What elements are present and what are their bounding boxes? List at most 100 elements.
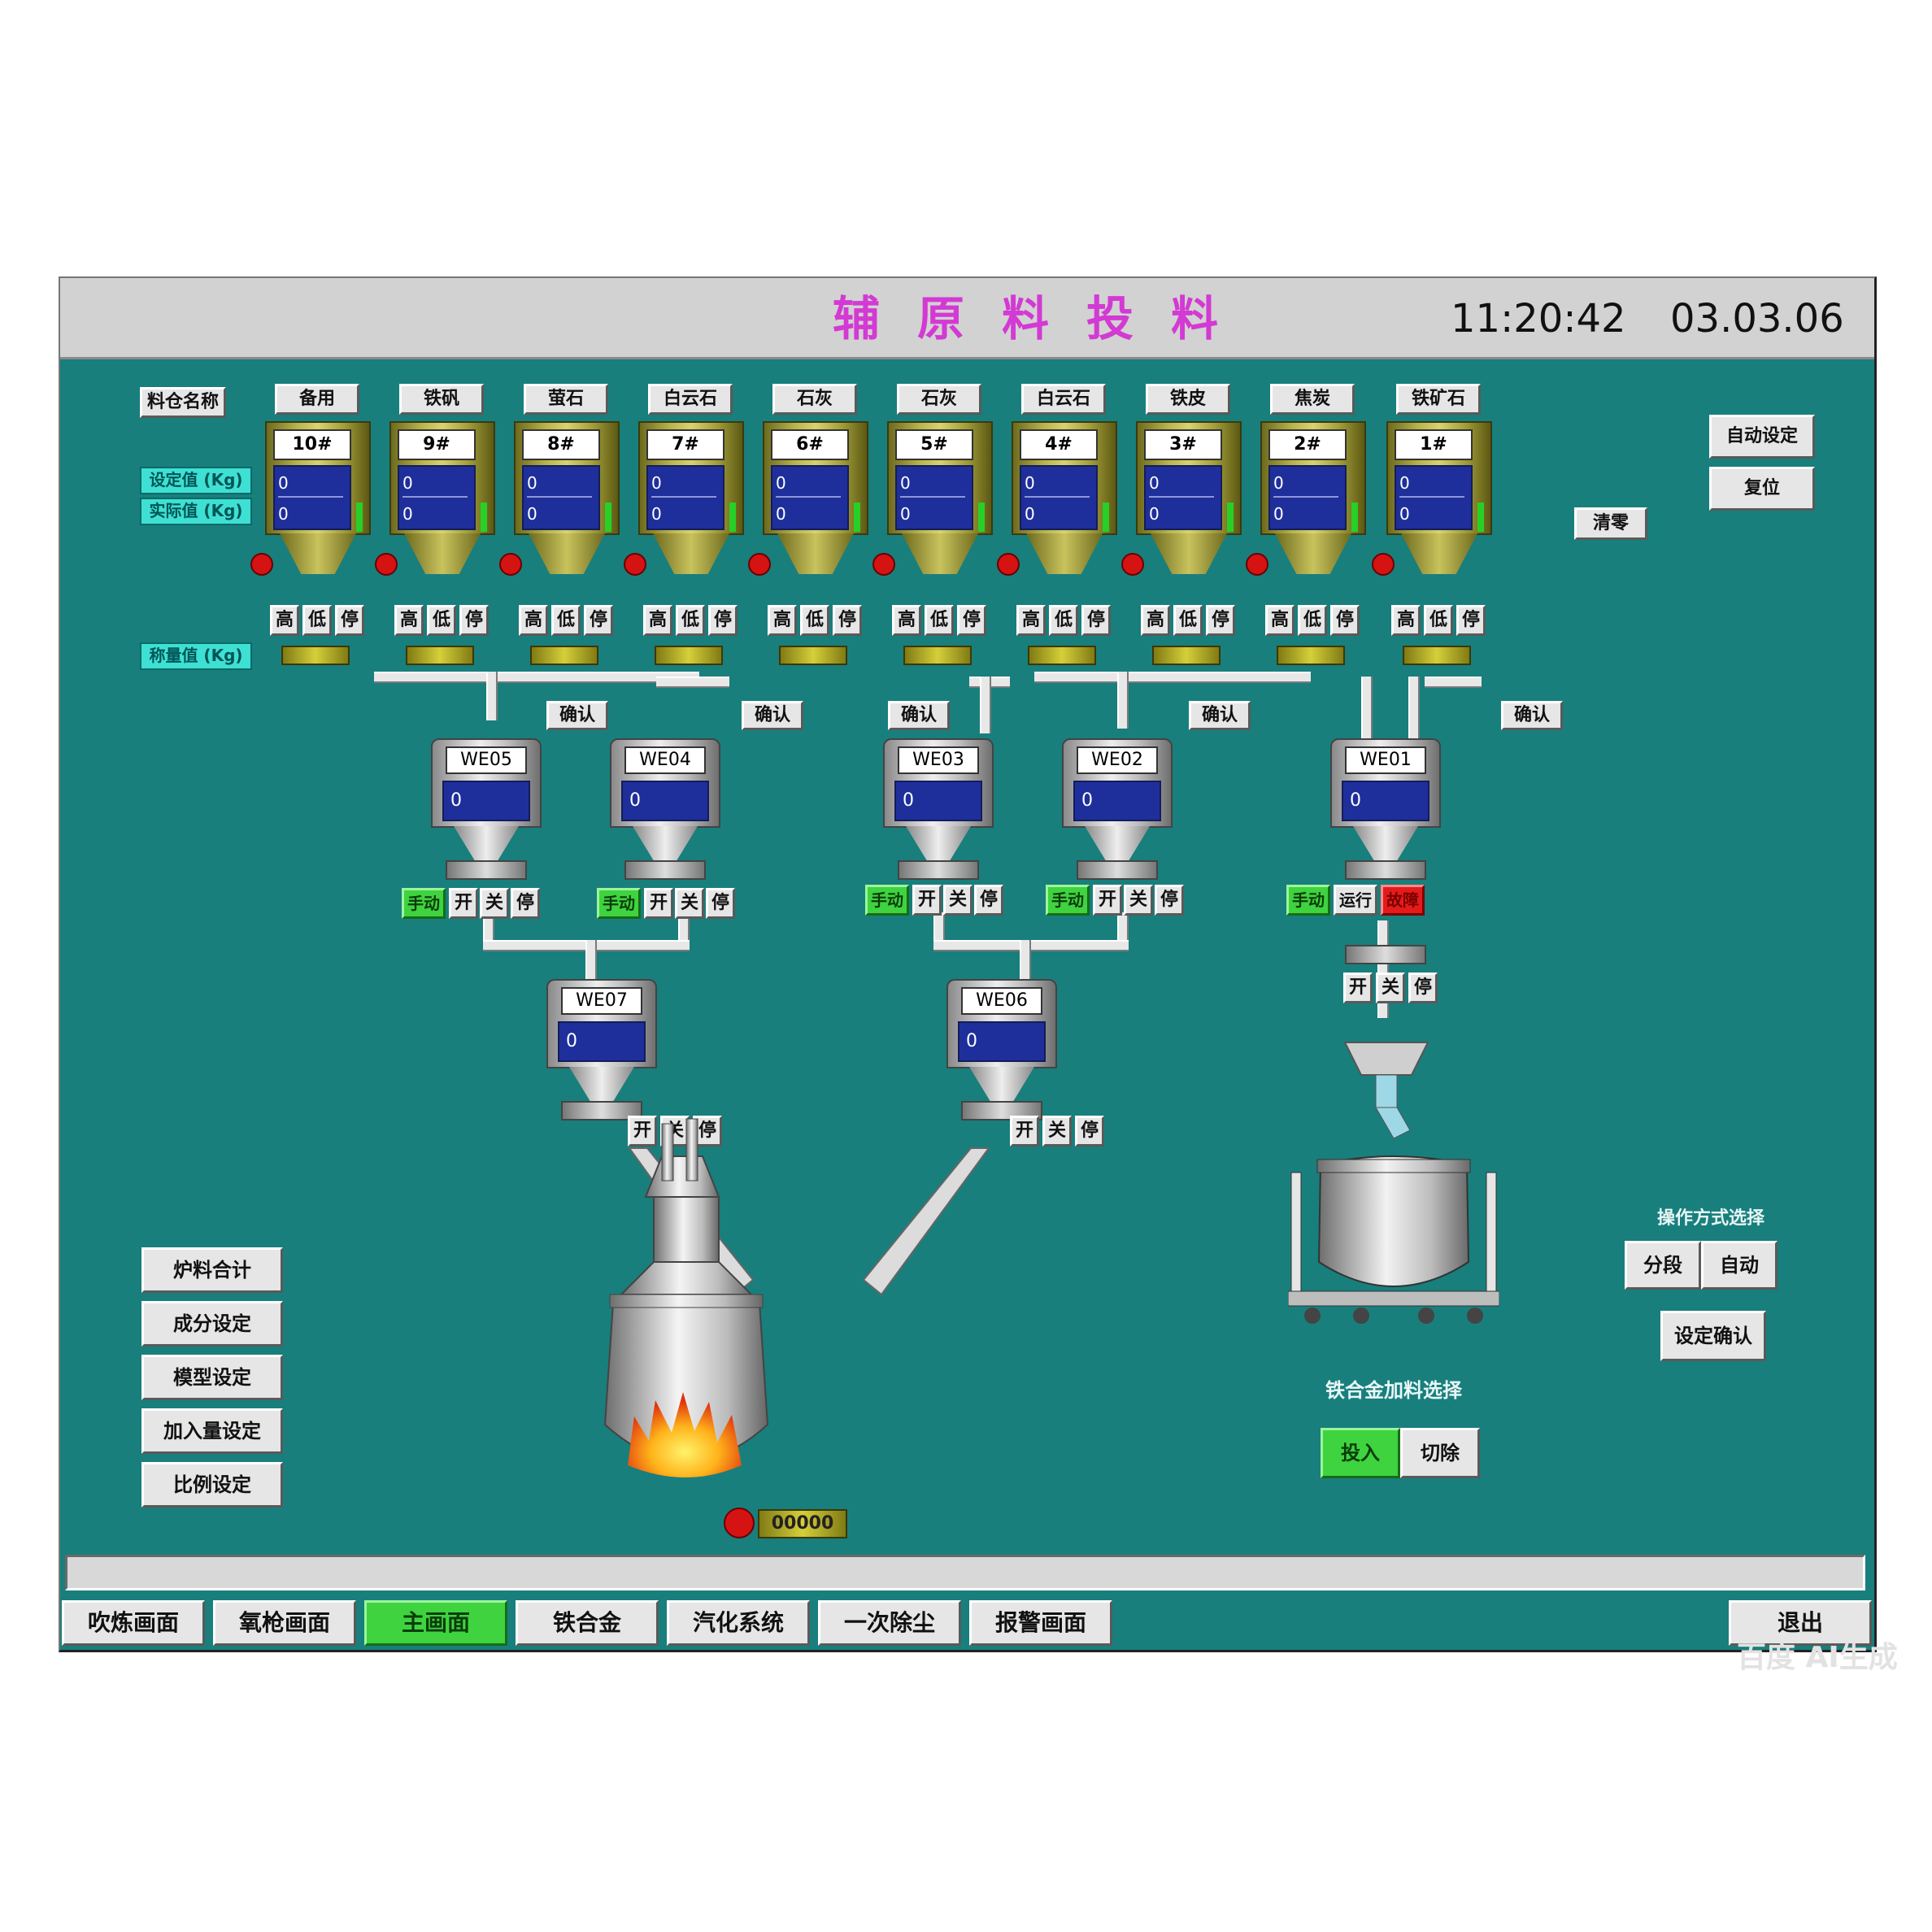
hopper-high-button[interactable]: 高 bbox=[1141, 605, 1170, 636]
close-button[interactable]: 关 bbox=[480, 888, 509, 919]
vibrating-feeder bbox=[281, 646, 350, 665]
set-confirm-button[interactable]: 设定确认 bbox=[1660, 1311, 1766, 1361]
auto-mode-button[interactable]: 自动 bbox=[1701, 1241, 1778, 1290]
hopper-stop-button[interactable]: 停 bbox=[1330, 605, 1360, 636]
hopper-high-button[interactable]: 高 bbox=[1265, 605, 1295, 636]
stop-button[interactable]: 停 bbox=[706, 888, 735, 919]
hopper-high-button[interactable]: 高 bbox=[1391, 605, 1421, 636]
reset-button[interactable]: 复位 bbox=[1709, 467, 1815, 511]
material-label[interactable]: 铁皮 bbox=[1146, 384, 1230, 415]
open-button[interactable]: 开 bbox=[628, 1116, 657, 1147]
stop-button[interactable]: 停 bbox=[511, 888, 540, 919]
clear-button[interactable]: 清零 bbox=[1574, 507, 1647, 540]
auto-set-button[interactable]: 自动设定 bbox=[1709, 415, 1815, 459]
material-label[interactable]: 铁矾 bbox=[399, 384, 484, 415]
nav-vaporization[interactable]: 汽化系统 bbox=[667, 1600, 810, 1646]
hopper-high-button[interactable]: 高 bbox=[1016, 605, 1046, 636]
open-button[interactable]: 开 bbox=[644, 888, 673, 919]
addition-setting-button[interactable]: 加入量设定 bbox=[141, 1408, 283, 1454]
hopper-high-button[interactable]: 高 bbox=[270, 605, 299, 636]
open-button[interactable]: 开 bbox=[449, 888, 478, 919]
stop-button[interactable]: 停 bbox=[974, 885, 1003, 916]
close-button[interactable]: 关 bbox=[1124, 885, 1153, 916]
hopper-stop-button[interactable]: 停 bbox=[833, 605, 862, 636]
manual-mode-button[interactable]: 手动 bbox=[1286, 885, 1330, 916]
close-button[interactable]: 关 bbox=[943, 885, 973, 916]
confirm-button[interactable]: 确认 bbox=[742, 701, 803, 730]
manual-mode-button[interactable]: 手动 bbox=[1046, 885, 1090, 916]
nav-primary-dedusting[interactable]: 一次除尘 bbox=[818, 1600, 961, 1646]
hopper-stop-button[interactable]: 停 bbox=[957, 605, 986, 636]
material-label[interactable]: 白云石 bbox=[648, 384, 733, 415]
hopper-id: 4# bbox=[1020, 429, 1098, 460]
hopper-stop-button[interactable]: 停 bbox=[1206, 605, 1235, 636]
manual-mode-button[interactable]: 手动 bbox=[402, 888, 446, 919]
ratio-setting-button[interactable]: 比例设定 bbox=[141, 1462, 283, 1508]
close-button[interactable]: 关 bbox=[1376, 973, 1405, 1003]
hopper-low-button[interactable]: 低 bbox=[925, 605, 954, 636]
composition-setting-button[interactable]: 成分设定 bbox=[141, 1301, 283, 1347]
exit-button[interactable]: 退出 bbox=[1729, 1600, 1872, 1646]
material-label[interactable]: 焦炭 bbox=[1270, 384, 1355, 415]
segment-mode-button[interactable]: 分段 bbox=[1625, 1241, 1701, 1290]
hopper-low-button[interactable]: 低 bbox=[676, 605, 705, 636]
stop-button[interactable]: 停 bbox=[1408, 973, 1438, 1003]
hopper-set-value: 0 bbox=[1399, 468, 1464, 498]
confirm-button[interactable]: 确认 bbox=[888, 701, 950, 730]
material-label[interactable]: 萤石 bbox=[524, 384, 608, 415]
hopper-stop-button[interactable]: 停 bbox=[584, 605, 613, 636]
open-button[interactable]: 开 bbox=[912, 885, 942, 916]
pipe-segment bbox=[374, 672, 699, 683]
nav-main-screen[interactable]: 主画面 bbox=[364, 1600, 507, 1646]
open-button[interactable]: 开 bbox=[1343, 973, 1373, 1003]
hopper-stop-button[interactable]: 停 bbox=[459, 605, 489, 636]
hopper-low-button[interactable]: 低 bbox=[800, 605, 829, 636]
hopper-set-value: 0 bbox=[776, 468, 841, 498]
model-setting-button[interactable]: 模型设定 bbox=[141, 1355, 283, 1400]
hopper-low-button[interactable]: 低 bbox=[1298, 605, 1327, 636]
close-button[interactable]: 关 bbox=[675, 888, 704, 919]
material-label[interactable]: 石灰 bbox=[897, 384, 981, 415]
hopper-high-button[interactable]: 高 bbox=[643, 605, 672, 636]
material-label[interactable]: 石灰 bbox=[772, 384, 857, 415]
manual-mode-button[interactable]: 手动 bbox=[865, 885, 909, 916]
stop-button[interactable]: 停 bbox=[1155, 885, 1184, 916]
hopper-low-button[interactable]: 低 bbox=[1424, 605, 1453, 636]
hopper-stop-button[interactable]: 停 bbox=[1081, 605, 1111, 636]
hopper-stop-button[interactable]: 停 bbox=[1456, 605, 1486, 636]
charge-total-button[interactable]: 炉料合计 bbox=[141, 1247, 283, 1293]
ferroalloy-on-button[interactable]: 投入 bbox=[1321, 1428, 1400, 1478]
material-label[interactable]: 备用 bbox=[275, 384, 359, 415]
hopper-low-button[interactable]: 低 bbox=[1049, 605, 1078, 636]
stop-button[interactable]: 停 bbox=[1075, 1116, 1104, 1147]
hopper-stop-button[interactable]: 停 bbox=[335, 605, 364, 636]
fault-status-indicator[interactable]: 故障 bbox=[1381, 885, 1425, 916]
hopper-low-button[interactable]: 低 bbox=[551, 605, 581, 636]
nav-blowing-screen[interactable]: 吹炼画面 bbox=[62, 1600, 205, 1646]
nav-ferroalloy[interactable]: 铁合金 bbox=[516, 1600, 659, 1646]
hopper-high-button[interactable]: 高 bbox=[394, 605, 424, 636]
material-label[interactable]: 铁矿石 bbox=[1396, 384, 1481, 415]
hopper-high-button[interactable]: 高 bbox=[768, 605, 797, 636]
confirm-button[interactable]: 确认 bbox=[1189, 701, 1251, 730]
material-label[interactable]: 白云石 bbox=[1021, 384, 1106, 415]
run-status-button[interactable]: 运行 bbox=[1334, 885, 1377, 916]
manual-mode-button[interactable]: 手动 bbox=[597, 888, 641, 919]
confirm-button[interactable]: 确认 bbox=[546, 701, 608, 730]
close-button[interactable]: 关 bbox=[1042, 1116, 1072, 1147]
hopper-low-button[interactable]: 低 bbox=[1173, 605, 1203, 636]
hopper-high-button[interactable]: 高 bbox=[892, 605, 921, 636]
open-button[interactable]: 开 bbox=[1093, 885, 1122, 916]
hopper-id: 8# bbox=[522, 429, 600, 460]
hopper-low-button[interactable]: 低 bbox=[427, 605, 456, 636]
hopper-high-button[interactable]: 高 bbox=[519, 605, 548, 636]
hopper-stop-button[interactable]: 停 bbox=[708, 605, 738, 636]
nav-lance-screen[interactable]: 氧枪画面 bbox=[213, 1600, 356, 1646]
hopper-status-dot bbox=[872, 553, 895, 576]
nav-alarm-screen[interactable]: 报警画面 bbox=[969, 1600, 1112, 1646]
confirm-button[interactable]: 确认 bbox=[1501, 701, 1563, 730]
ferroalloy-off-button[interactable]: 切除 bbox=[1400, 1428, 1480, 1478]
hopper-low-button[interactable]: 低 bbox=[302, 605, 332, 636]
open-button[interactable]: 开 bbox=[1010, 1116, 1039, 1147]
